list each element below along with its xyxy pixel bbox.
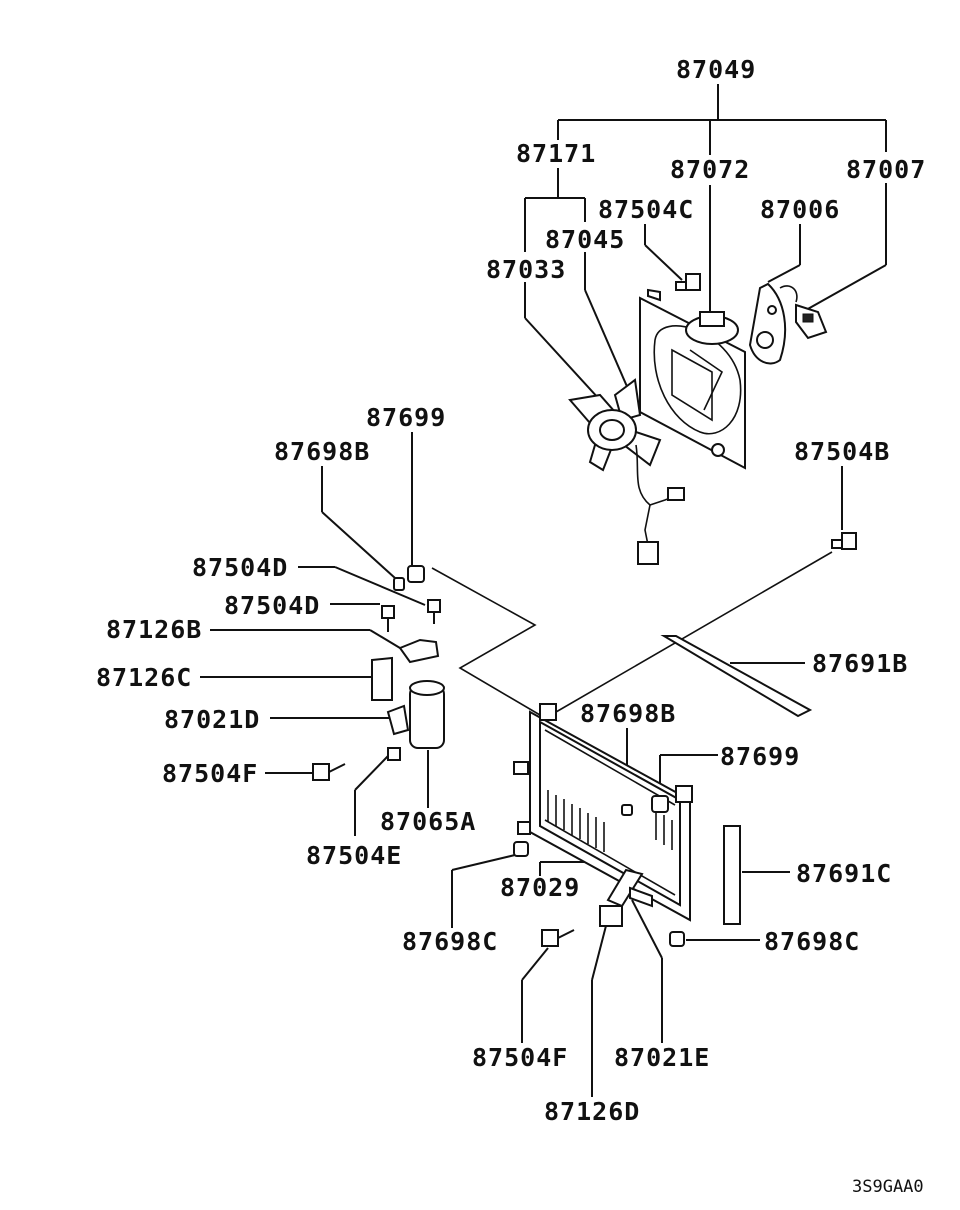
bolt-87504d (381, 599, 441, 632)
label-87698c-left: 87698C (402, 927, 498, 956)
label-87049: 87049 (676, 55, 756, 84)
label-87691c: 87691C (796, 859, 892, 888)
label-87698b-mid: 87698B (580, 699, 676, 728)
cushion-87698b-top (393, 577, 405, 591)
pipe-87126b (398, 638, 440, 664)
part-labels: 87049 87171 87072 87007 87504C 87006 870… (96, 55, 926, 1197)
fan-harness-connector (637, 487, 685, 565)
label-87029: 87029 (500, 873, 580, 902)
cushion-87699-mid (651, 795, 669, 813)
label-87504b: 87504B (794, 437, 890, 466)
bolt-87504f-bottom (541, 929, 575, 947)
bracket-87021d (386, 704, 410, 736)
bolt-87504c (675, 273, 701, 291)
fan-motor (685, 311, 739, 345)
label-87504f-bottom: 87504F (472, 1043, 568, 1072)
label-87065a: 87065A (380, 807, 476, 836)
label-87126b: 87126B (106, 615, 202, 644)
pipe-87126d (599, 868, 644, 927)
bolt-87504f-left (312, 763, 346, 781)
label-87698b-top: 87698B (274, 437, 370, 466)
bolt-87504e (387, 747, 401, 761)
seal-87691b (660, 635, 813, 718)
label-87021e: 87021E (614, 1043, 710, 1072)
cushion-87698b-mid (621, 804, 633, 816)
label-87504d-1: 87504D (192, 553, 288, 582)
bracket-87126c (371, 656, 393, 701)
cushion-87699-top (407, 565, 425, 583)
label-87006: 87006 (760, 195, 840, 224)
fan-blade (568, 378, 662, 506)
harness-87007 (779, 285, 828, 340)
label-87033: 87033 (486, 255, 566, 284)
label-87504f-left: 87504F (162, 759, 258, 788)
seal-87691c (723, 825, 741, 925)
label-87504d-2: 87504D (224, 591, 320, 620)
motor-bracket-87006 (748, 282, 787, 365)
label-87045: 87045 (545, 225, 625, 254)
label-87021d: 87021D (164, 705, 260, 734)
receiver-drier-87065a (409, 680, 445, 749)
label-87126c: 87126C (96, 663, 192, 692)
bolt-87504b (831, 532, 857, 550)
diagram-code: 3S9GAA0 (852, 1177, 924, 1197)
label-87699-mid: 87699 (720, 742, 800, 771)
label-87072: 87072 (670, 155, 750, 184)
label-87504c: 87504C (598, 195, 694, 224)
condenser-87029 (513, 703, 693, 922)
label-87171: 87171 (516, 139, 596, 168)
label-87126d: 87126D (544, 1097, 640, 1126)
cushion-87698c-left (513, 841, 529, 857)
label-87698c-right: 87698C (764, 927, 860, 956)
label-87504e: 87504E (306, 841, 402, 870)
label-87699-top: 87699 (366, 403, 446, 432)
label-87691b: 87691B (812, 649, 908, 678)
bracket-87021e (629, 886, 653, 908)
condenser-fins (547, 790, 673, 852)
cushion-87698c-right (669, 931, 685, 947)
label-87007: 87007 (846, 155, 926, 184)
